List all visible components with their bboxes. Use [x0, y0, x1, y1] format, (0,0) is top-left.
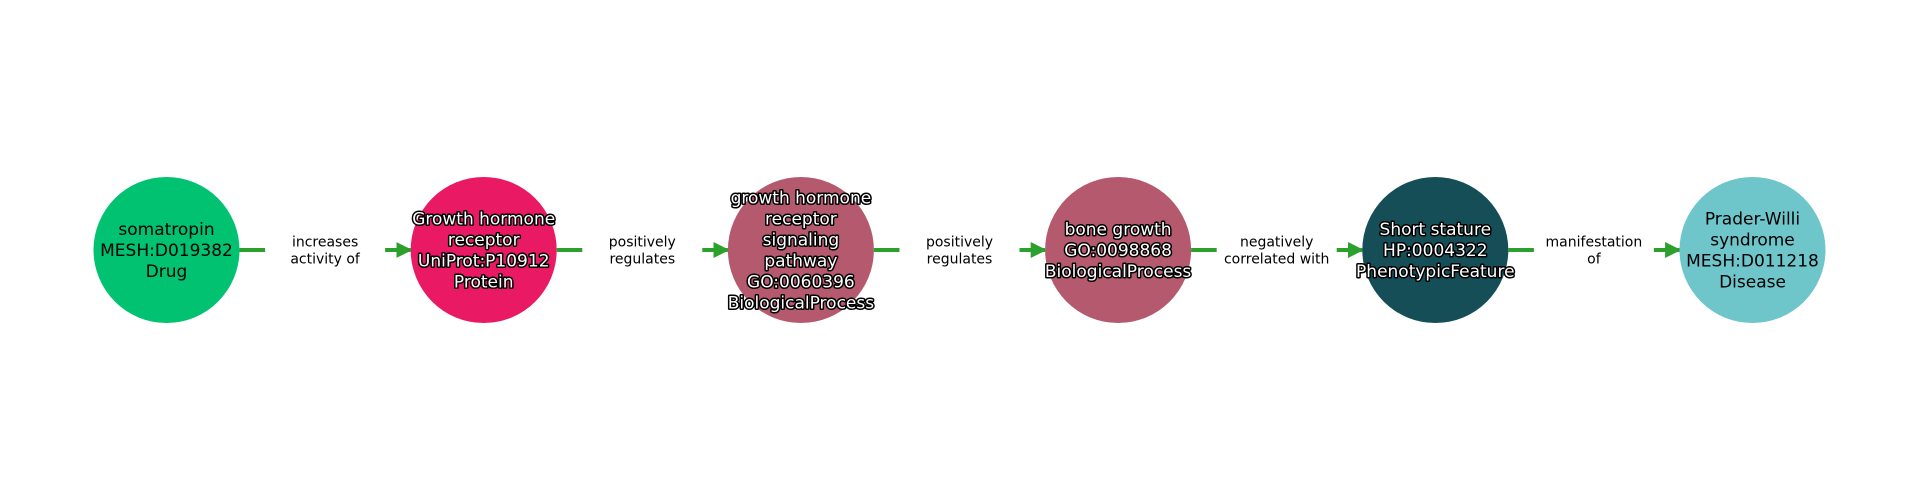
- edge-label: of: [1587, 252, 1602, 268]
- edge-label: manifestation: [1546, 235, 1643, 251]
- node-label: receptor: [448, 231, 520, 251]
- node-circle[interactable]: [410, 177, 557, 323]
- edge-label: positively: [926, 235, 993, 251]
- node-label: pathway: [764, 252, 837, 272]
- node-circle[interactable]: [1045, 177, 1192, 323]
- edge-label: negatively: [1240, 235, 1313, 251]
- node-circle[interactable]: [1679, 177, 1826, 323]
- node-label: Prader-Willi: [1705, 210, 1800, 230]
- node-label: growth hormone: [731, 189, 872, 209]
- edge-label: regulates: [927, 252, 993, 268]
- node-label: receptor: [765, 210, 837, 230]
- node-circle[interactable]: [727, 177, 874, 323]
- node-label: Short stature: [1380, 220, 1491, 240]
- node-label: MESH:D011218: [1686, 252, 1819, 272]
- node-label: GO:0060396: [747, 273, 855, 293]
- node-label: somatropin: [118, 220, 214, 240]
- node-circle[interactable]: [93, 177, 240, 323]
- node[interactable]: Growth hormonereceptorUniProt:P10912Prot…: [410, 177, 557, 323]
- node-circle[interactable]: [1362, 177, 1509, 323]
- edge-label: positively: [609, 235, 676, 251]
- node-label: BiologicalProcess: [1045, 262, 1192, 282]
- node-label: Protein: [454, 273, 514, 293]
- node-label: GO:0098868: [1064, 241, 1172, 261]
- node-label: Growth hormone: [412, 210, 555, 230]
- node-label: BiologicalProcess: [728, 294, 875, 314]
- edge-label: increases: [292, 235, 358, 251]
- edge-label: regulates: [609, 252, 675, 268]
- node-label: signaling: [763, 231, 840, 251]
- node-label: Disease: [1719, 273, 1786, 293]
- node-label: UniProt:P10912: [418, 252, 550, 272]
- node-label: syndrome: [1710, 231, 1795, 251]
- node-label: MESH:D019382: [100, 241, 233, 261]
- node-label: HP:0004322: [1383, 241, 1487, 261]
- node-label: bone growth: [1065, 220, 1172, 240]
- node[interactable]: growth hormonereceptorsignalingpathwayGO…: [726, 177, 876, 323]
- edge-label: correlated with: [1224, 252, 1329, 268]
- node-label: PhenotypicFeature: [1356, 262, 1515, 282]
- edge-label: activity of: [290, 252, 361, 268]
- node-label: Drug: [146, 262, 188, 282]
